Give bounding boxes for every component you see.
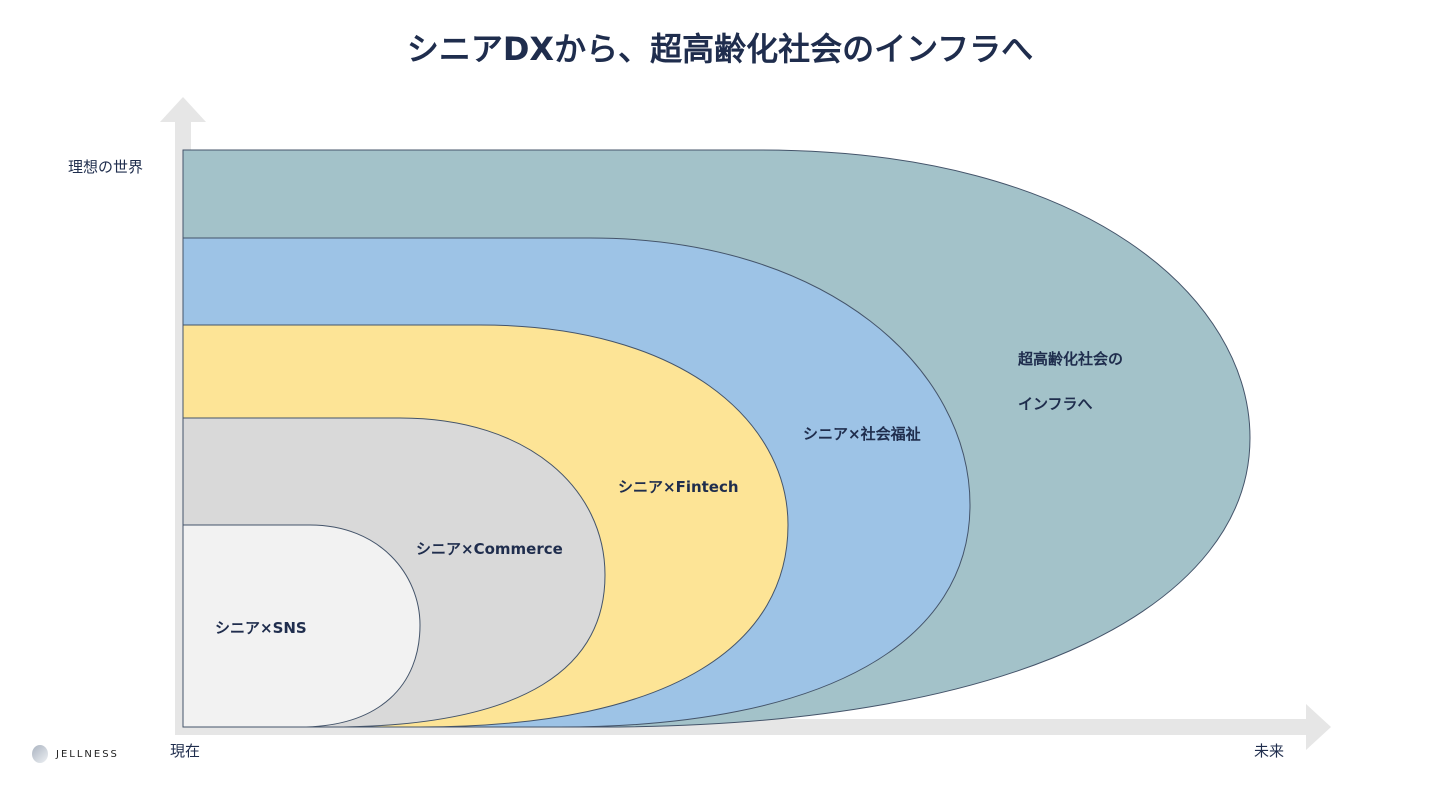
stage-label-infra-line2: インフラへ [1018,395,1093,413]
company-logo: JELLNESS [32,745,119,763]
stage-sns [182,524,421,728]
stage-label-sns: シニア×SNS [215,619,307,637]
stage-label-infra-line1: 超高齢化社会の [1018,350,1124,368]
x-axis-end-label: 未来 [1254,742,1285,760]
x-axis-start-label: 現在 [170,742,201,760]
y-axis-label: 理想の世界 [68,158,144,176]
x-axis-arrowhead [1306,704,1331,750]
logo-mark-icon [32,745,48,763]
y-axis-arrowhead [160,97,206,122]
stage-label-commerce: シニア×Commerce [416,540,563,558]
stage-label-welfare: シニア×社会福祉 [803,425,921,443]
slide-title: シニアDXから、超高齢化社会のインフラへ [406,30,1034,68]
stage-label-fintech: シニア×Fintech [618,478,739,496]
logo-text: JELLNESS [56,748,119,760]
